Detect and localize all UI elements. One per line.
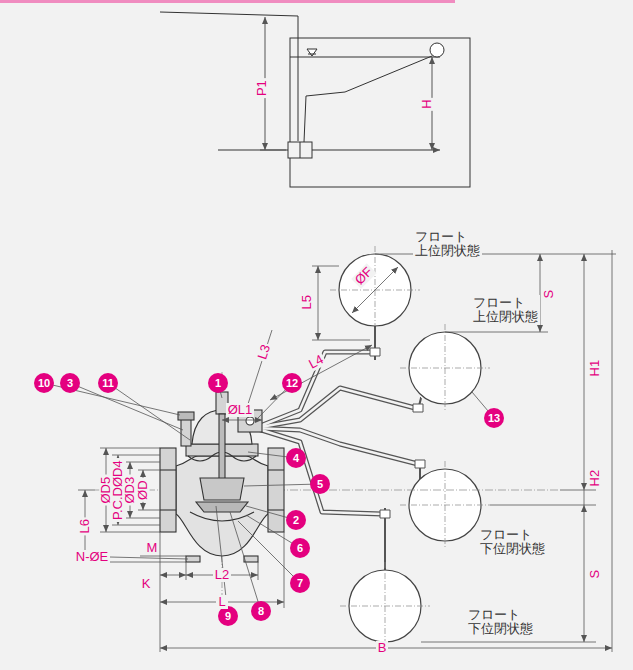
callout-number: 10 [38,378,50,389]
dimension-label: H1 [588,358,602,379]
dimension-label: S [588,568,602,581]
installation-figure [160,12,470,187]
header-rule [0,0,455,3]
callout-circle: 12 [282,373,302,393]
dimension-label: ØF [351,263,377,289]
dimension-label: ØD [136,478,150,502]
dimension-label: L6 [78,517,92,535]
dimension-label: K [140,577,153,591]
callout-circle: 6 [290,538,310,558]
callout-circle: 13 [484,408,504,428]
leader-lines [44,383,494,616]
callout-number: 8 [258,606,264,617]
dimension-label: ØL1 [226,403,255,417]
callout-circle: 10 [34,373,54,393]
dimension-label: P1 [255,78,269,98]
callout-number: 7 [297,578,303,589]
float-balls [339,254,481,642]
dimension-label: H2 [588,468,602,489]
callout-number: 5 [317,479,323,490]
callout-number: 11 [102,378,114,389]
callout-circle: 7 [290,573,310,593]
callout-circle: 3 [60,373,80,393]
dimension-label: S [542,288,556,301]
dimension-label: M [145,541,160,555]
callout-number: 9 [225,611,231,622]
callout-number: 3 [67,378,73,389]
callout-number: 1 [215,378,221,389]
dimension-label: B [376,641,389,655]
callout-number: 2 [293,515,299,526]
dimension-label: L4 [304,351,327,372]
callout-number: 13 [488,413,500,424]
callout-circle: 5 [310,474,330,494]
callout-circle: 11 [98,373,118,393]
callout-circle: 1 [208,373,228,393]
dimension-label: L3 [254,341,273,363]
dimension-label: L [216,595,227,609]
state-label: フロート 上位閉状態 [471,295,540,326]
float-arms [255,326,425,570]
state-label: フロート 下位閉状態 [466,607,535,638]
callout-circle: 4 [286,448,306,468]
callout-number: 4 [293,453,299,464]
dimension-label: N-ØE [74,550,111,564]
dimension-label: L2 [213,568,231,582]
state-label: フロート 下位閉状態 [478,527,547,558]
callout-circle: 8 [251,601,271,621]
dimension-lines [78,250,616,652]
callout-number: 12 [286,378,298,389]
dimension-label: H [420,97,434,110]
callout-circle: 2 [286,510,306,530]
float-centerlines [330,246,490,650]
dimension-label: L5 [300,293,314,311]
callout-number: 6 [297,543,303,554]
state-label: フロート 上位閉状態 [413,229,482,260]
valve-body [95,372,560,600]
